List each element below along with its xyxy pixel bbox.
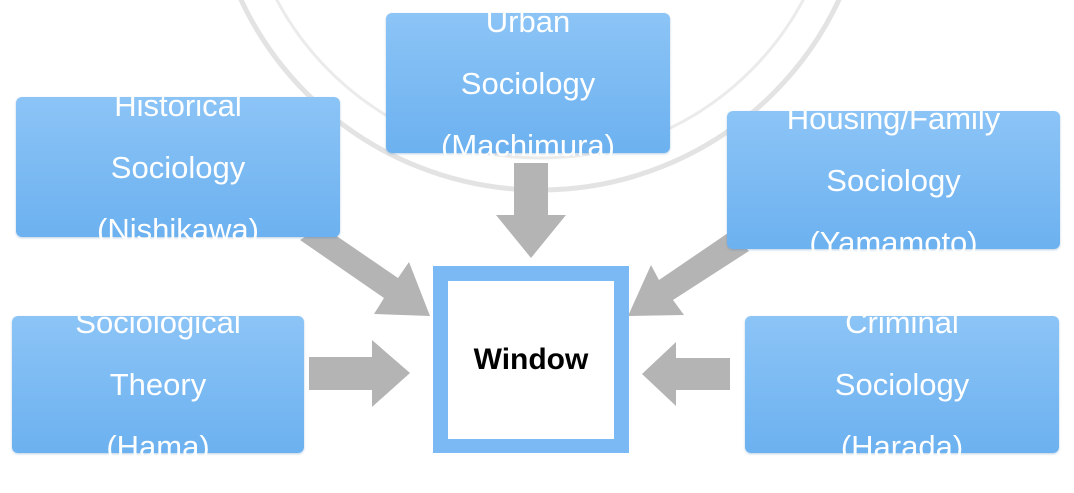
node-urban-sociology: Urban Sociology (Machimura) bbox=[386, 6, 670, 161]
center-window-frame: Window bbox=[433, 266, 629, 453]
node-historical-label: Historical Sociology (Nishikawa) bbox=[97, 87, 259, 247]
node-housing-label: Housing/Family Sociology (Yamamoto) bbox=[786, 100, 1001, 260]
center-window-box: Window bbox=[448, 280, 614, 439]
arrows-layer bbox=[300, 163, 749, 407]
arrow-theory-to-window bbox=[309, 340, 410, 407]
arrow-criminal-to-window bbox=[642, 342, 730, 406]
arrow-housing-to-window bbox=[628, 233, 749, 316]
arrow-historical-to-window bbox=[300, 226, 430, 316]
node-theory-label: Sociological Theory (Hama) bbox=[75, 305, 241, 464]
node-historical-sociology: Historical Sociology (Nishikawa) bbox=[16, 90, 340, 245]
node-sociological-theory: Sociological Theory (Hama) bbox=[12, 307, 304, 462]
node-criminal-label: Criminal Sociology (Harada) bbox=[834, 305, 970, 464]
node-urban-label: Urban Sociology (Machimura) bbox=[441, 3, 615, 163]
node-housing-family-sociology: Housing/Family Sociology (Yamamoto) bbox=[727, 103, 1060, 258]
arrow-urban-to-window bbox=[496, 163, 566, 258]
node-criminal-sociology: Criminal Sociology (Harada) bbox=[745, 307, 1059, 462]
center-window-label: Window bbox=[473, 342, 589, 376]
